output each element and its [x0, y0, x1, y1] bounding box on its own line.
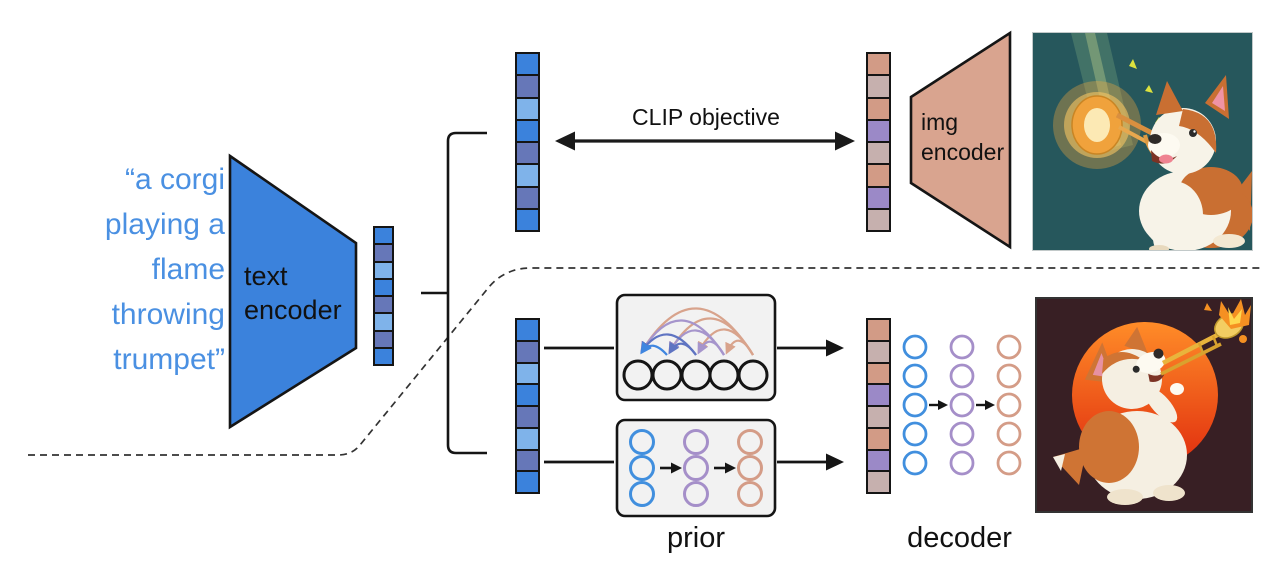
embedding-cell — [517, 54, 538, 77]
embedding-cell — [517, 165, 538, 188]
embedding-cell — [375, 348, 392, 364]
text-encoder-label-line1: text — [244, 261, 288, 291]
corgi-photo-bottom — [1035, 297, 1253, 513]
embedding-cell — [868, 209, 889, 230]
img-encoder-label-line2: encoder — [921, 139, 1005, 165]
embedding-cell — [868, 385, 889, 407]
corgi-trumpet-teal-art — [1033, 33, 1252, 250]
img-encoder-label-line1: img — [921, 109, 959, 135]
embedding-cell — [517, 385, 538, 407]
autoregressive-prior-box — [615, 293, 777, 402]
embedding-cell — [868, 363, 889, 386]
embedding-cell — [375, 314, 392, 332]
embedding-cell — [517, 76, 538, 99]
embedding-cell — [375, 279, 392, 297]
embedding-cell — [868, 407, 889, 429]
diffusion-col-mid — [683, 429, 709, 507]
embedding-cell — [868, 320, 889, 342]
embedding-cell — [375, 297, 392, 315]
embedding-cell — [375, 245, 392, 263]
decoder-col-noise — [902, 334, 928, 476]
prior-label: prior — [666, 522, 725, 554]
embedding-cell — [517, 143, 538, 166]
prompt-line: flame — [151, 253, 225, 286]
embedding-cell — [868, 76, 889, 99]
prompt-line: throwing — [111, 298, 225, 331]
embedding-cell — [868, 98, 889, 121]
image-embedding-gen — [866, 318, 891, 494]
decoder-label: decoder — [907, 522, 1012, 554]
embedding-cell — [517, 98, 538, 121]
attention-arcs-blue — [640, 341, 668, 356]
image-embedding-clip — [866, 52, 891, 232]
corgi-trumpet-sunset-art — [1037, 299, 1251, 511]
embedding-cell — [868, 143, 889, 166]
diffusion-col-noise — [629, 429, 655, 507]
text-embedding-gen — [515, 318, 540, 494]
embedding-cell — [517, 472, 538, 492]
embedding-cell — [517, 187, 538, 210]
embedding-cell — [517, 320, 538, 342]
prompt-line: “a corgi — [124, 163, 225, 196]
clip-objective-arrow — [555, 131, 855, 151]
text-embedding-clip — [515, 52, 540, 232]
embedding-cell — [868, 187, 889, 210]
embedding-cell — [517, 209, 538, 230]
embedding-cell — [517, 341, 538, 364]
embedding-cell — [517, 363, 538, 386]
split-bracket — [446, 131, 487, 455]
diffusion-col-final — [737, 429, 763, 507]
embedding-cell — [517, 450, 538, 473]
embedding-cell — [868, 428, 889, 451]
prompt-line: playing a — [104, 208, 225, 241]
diff-prior-output-arrow — [777, 453, 844, 471]
embedding-cell — [517, 120, 538, 143]
decoder-col-mid — [949, 334, 975, 476]
prompt-text: “a corgi playing a flame throwing trumpe… — [10, 157, 225, 382]
decoder-step-arrows — [929, 400, 995, 410]
corgi-photo-top — [1032, 32, 1253, 251]
diffusion-step-arrows — [660, 462, 736, 474]
img-encoder-label: img encoder — [921, 107, 1004, 167]
text-encoder-label-line2: encoder — [244, 295, 342, 325]
embedding-cell — [517, 407, 538, 429]
decoder-col-final — [996, 334, 1022, 476]
embedding-cell — [375, 228, 392, 246]
embedding-cell — [868, 341, 889, 364]
embedding-cell — [868, 54, 889, 77]
embedding-cell — [375, 262, 392, 280]
text-embedding-small — [373, 226, 394, 366]
embedding-cell — [375, 331, 392, 349]
embedding-cell — [868, 472, 889, 492]
autoregressive-tokens — [622, 359, 769, 391]
train-generate-divider-dashed-line — [28, 267, 1260, 456]
clip-objective-label: CLIP objective — [632, 104, 780, 130]
embedding-cell — [868, 450, 889, 473]
ar-prior-output-arrow — [777, 339, 844, 357]
embedding-cell — [868, 165, 889, 188]
text-encoder-label: text encoder — [244, 259, 342, 327]
diffusion-prior-box — [615, 418, 777, 518]
prompt-line: trumpet” — [113, 343, 225, 376]
img-encoder-trapezoid — [909, 30, 1012, 250]
text-encoder-trapezoid — [228, 153, 358, 430]
embedding-cell — [517, 428, 538, 451]
embedding-cell — [868, 120, 889, 143]
